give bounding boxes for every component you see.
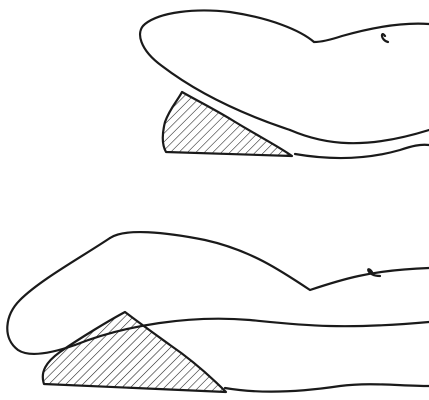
bottom-panel (7, 232, 429, 392)
top-lower-outline (290, 130, 429, 143)
top-knee-crease (382, 34, 388, 42)
bottom-base-line (225, 384, 429, 391)
bottom-support-wedge (43, 312, 226, 392)
top-panel (140, 11, 429, 159)
bottom-thigh-top (110, 232, 429, 290)
top-foot-outline (295, 145, 429, 158)
